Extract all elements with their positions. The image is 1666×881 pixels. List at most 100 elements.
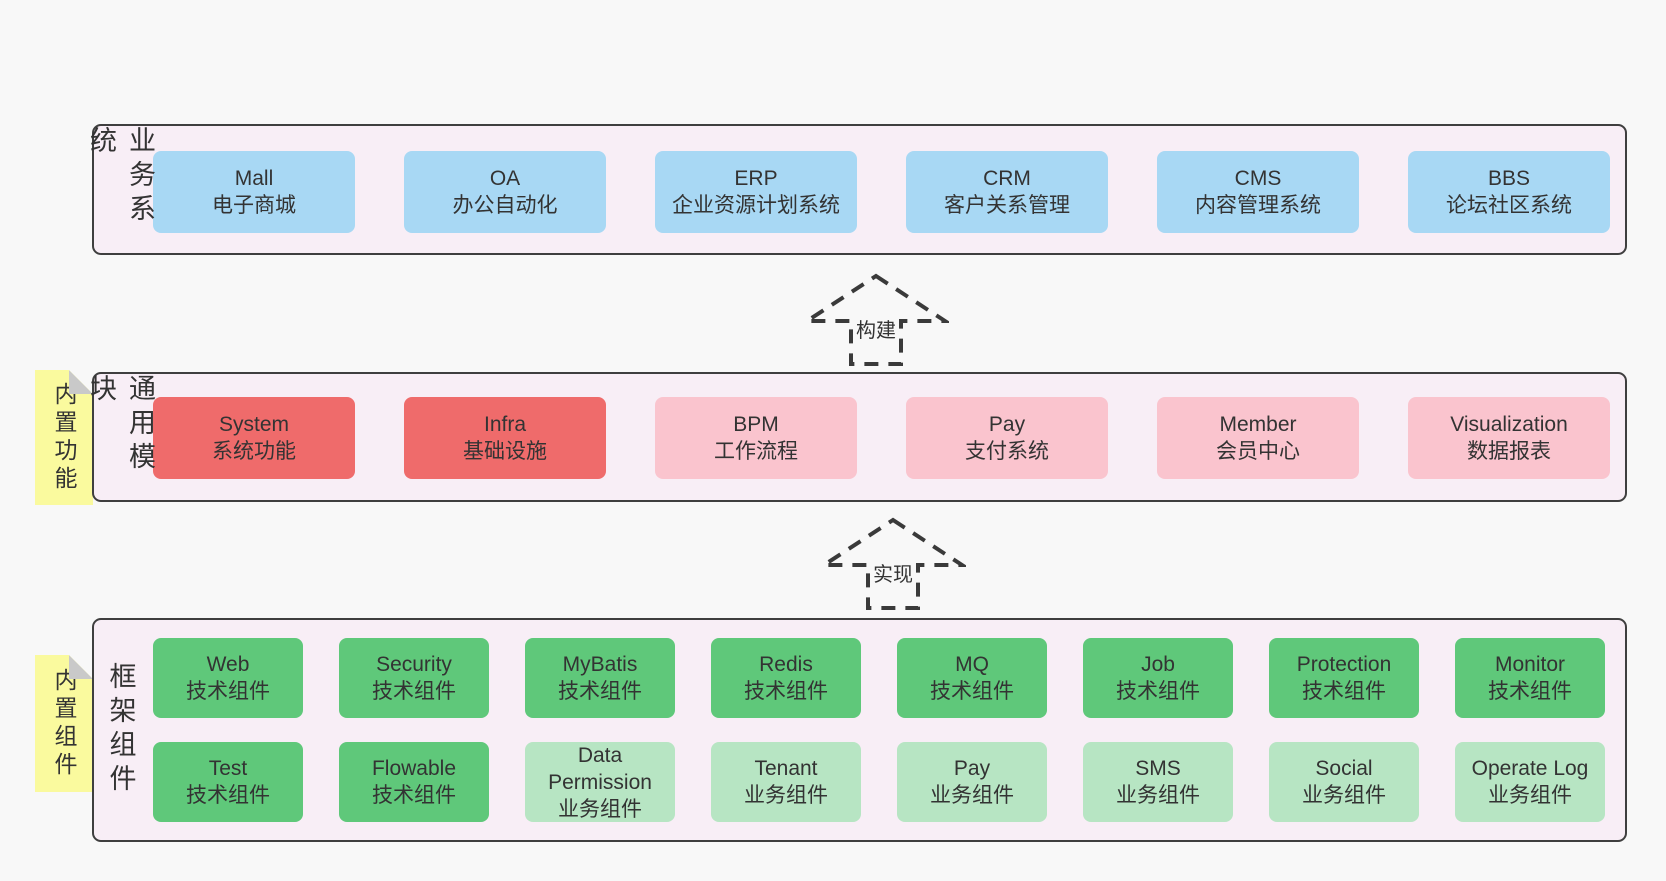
box-title: Mall xyxy=(234,167,274,190)
box-title: ERP xyxy=(734,167,778,190)
box-subtitle: 技术组件 xyxy=(186,680,270,703)
box-data-permission: Data Permission 业务组件 xyxy=(525,742,675,822)
box-subtitle: 基础设施 xyxy=(463,440,547,463)
box-title: Tenant xyxy=(754,757,818,780)
box-subtitle: 论坛社区系统 xyxy=(1446,194,1572,217)
box-subtitle: 业务组件 xyxy=(744,784,828,807)
business-systems-side-label: 业务系统 xyxy=(86,126,155,228)
box-subtitle: 技术组件 xyxy=(558,680,642,703)
box-visualization: Visualization 数据报表 xyxy=(1408,397,1610,479)
box-erp: ERP 企业资源计划系统 xyxy=(655,151,857,233)
box-subtitle: 技术组件 xyxy=(372,784,456,807)
box-title: Monitor xyxy=(1494,653,1566,676)
box-mybatis: MyBatis 技术组件 xyxy=(525,638,675,718)
builtin-components-tag: 内置组件 xyxy=(35,655,93,792)
box-title: Web xyxy=(206,653,250,676)
box-subtitle: 支付系统 xyxy=(965,440,1049,463)
box-redis: Redis 技术组件 xyxy=(711,638,861,718)
box-title: Data Permission xyxy=(548,743,652,794)
box-subtitle: 客户关系管理 xyxy=(944,194,1070,217)
box-subtitle: 工作流程 xyxy=(714,440,798,463)
box-title: Infra xyxy=(483,413,527,436)
box-title: Operate Log xyxy=(1471,757,1589,780)
box-title: Protection xyxy=(1296,653,1392,676)
box-subtitle: 业务组件 xyxy=(1116,784,1200,807)
box-subtitle: 技术组件 xyxy=(930,680,1014,703)
box-subtitle: 内容管理系统 xyxy=(1195,194,1321,217)
implement-arrow-icon: 实现 xyxy=(820,516,966,612)
box-subtitle: 会员中心 xyxy=(1216,440,1300,463)
folded-corner-icon xyxy=(69,655,93,679)
box-operate-log: Operate Log 业务组件 xyxy=(1455,742,1605,822)
box-subtitle: 企业资源计划系统 xyxy=(672,194,840,217)
box-security: Security 技术组件 xyxy=(339,638,489,718)
box-title: OA xyxy=(489,167,521,190)
box-subtitle: 办公自动化 xyxy=(452,194,558,217)
framework-components-panel: 框架组件 Web 技术组件 Security 技术组件 MyBatis 技术组件… xyxy=(92,618,1627,842)
box-title: MyBatis xyxy=(562,653,638,676)
box-member: Member 会员中心 xyxy=(1157,397,1359,479)
box-cms: CMS 内容管理系统 xyxy=(1157,151,1359,233)
box-pay-component: Pay 业务组件 xyxy=(897,742,1047,822)
box-title: Job xyxy=(1141,653,1175,676)
common-modules-side-label: 通用模块 xyxy=(86,374,155,476)
box-subtitle: 技术组件 xyxy=(186,784,270,807)
box-monitor: Monitor 技术组件 xyxy=(1455,638,1605,718)
builtin-features-tag-label: 内置功能 xyxy=(51,381,77,494)
box-title: SMS xyxy=(1135,757,1181,780)
box-sms: SMS 业务组件 xyxy=(1083,742,1233,822)
box-social: Social 业务组件 xyxy=(1269,742,1419,822)
builtin-components-tag-label: 内置组件 xyxy=(51,667,77,780)
box-subtitle: 技术组件 xyxy=(1302,680,1386,703)
framework-components-row-2: Test 技术组件 Flowable 技术组件 Data Permission … xyxy=(94,742,1625,822)
box-crm: CRM 客户关系管理 xyxy=(906,151,1108,233)
box-title: Test xyxy=(208,757,248,780)
box-title: Visualization xyxy=(1450,413,1568,436)
box-mall: Mall 电子商城 xyxy=(153,151,355,233)
box-subtitle: 业务组件 xyxy=(1488,784,1572,807)
box-web: Web 技术组件 xyxy=(153,638,303,718)
box-subtitle: 业务组件 xyxy=(930,784,1014,807)
box-subtitle: 电子商城 xyxy=(212,194,296,217)
box-title: Social xyxy=(1315,757,1373,780)
box-mq: MQ 技术组件 xyxy=(897,638,1047,718)
common-modules-panel: 通用模块 System 系统功能 Infra 基础设施 BPM 工作流程 Pay… xyxy=(86,372,1627,502)
box-subtitle: 技术组件 xyxy=(744,680,828,703)
box-tenant: Tenant 业务组件 xyxy=(711,742,861,822)
box-test: Test 技术组件 xyxy=(153,742,303,822)
box-title: BBS xyxy=(1487,167,1531,190)
box-title: Pay xyxy=(953,757,991,780)
box-title: CRM xyxy=(983,167,1031,190)
box-subtitle: 数据报表 xyxy=(1467,440,1551,463)
box-title: BPM xyxy=(733,413,779,436)
box-subtitle: 业务组件 xyxy=(1302,784,1386,807)
box-title: Member xyxy=(1219,413,1297,436)
common-modules-row: System 系统功能 Infra 基础设施 BPM 工作流程 Pay 支付系统… xyxy=(94,397,1625,479)
framework-components-row-1: Web 技术组件 Security 技术组件 MyBatis 技术组件 Redi… xyxy=(94,638,1625,718)
box-subtitle: 技术组件 xyxy=(372,680,456,703)
business-systems-panel: 业务系统 Mall 电子商城 OA 办公自动化 ERP 企业资源计划系统 CRM… xyxy=(86,124,1627,255)
box-flowable: Flowable 技术组件 xyxy=(339,742,489,822)
box-infra: Infra 基础设施 xyxy=(404,397,606,479)
box-title: MQ xyxy=(955,653,989,676)
box-title: System xyxy=(218,413,289,436)
implement-arrow-label: 实现 xyxy=(870,558,916,587)
box-title: CMS xyxy=(1234,167,1282,190)
box-title: Flowable xyxy=(371,757,457,780)
business-systems-row: Mall 电子商城 OA 办公自动化 ERP 企业资源计划系统 CRM 客户关系… xyxy=(94,151,1625,233)
box-title: Pay xyxy=(988,413,1026,436)
box-title: Security xyxy=(376,653,452,676)
box-subtitle: 技术组件 xyxy=(1116,680,1200,703)
box-job: Job 技术组件 xyxy=(1083,638,1233,718)
box-pay-module: Pay 支付系统 xyxy=(906,397,1108,479)
box-subtitle: 系统功能 xyxy=(212,440,296,463)
build-arrow-label: 构建 xyxy=(853,314,899,343)
box-subtitle: 技术组件 xyxy=(1488,680,1572,703)
box-protection: Protection 技术组件 xyxy=(1269,638,1419,718)
box-oa: OA 办公自动化 xyxy=(404,151,606,233)
box-subtitle: 业务组件 xyxy=(558,797,642,821)
build-arrow-icon: 构建 xyxy=(803,272,949,368)
box-bpm: BPM 工作流程 xyxy=(655,397,857,479)
box-title: Redis xyxy=(759,653,813,676)
